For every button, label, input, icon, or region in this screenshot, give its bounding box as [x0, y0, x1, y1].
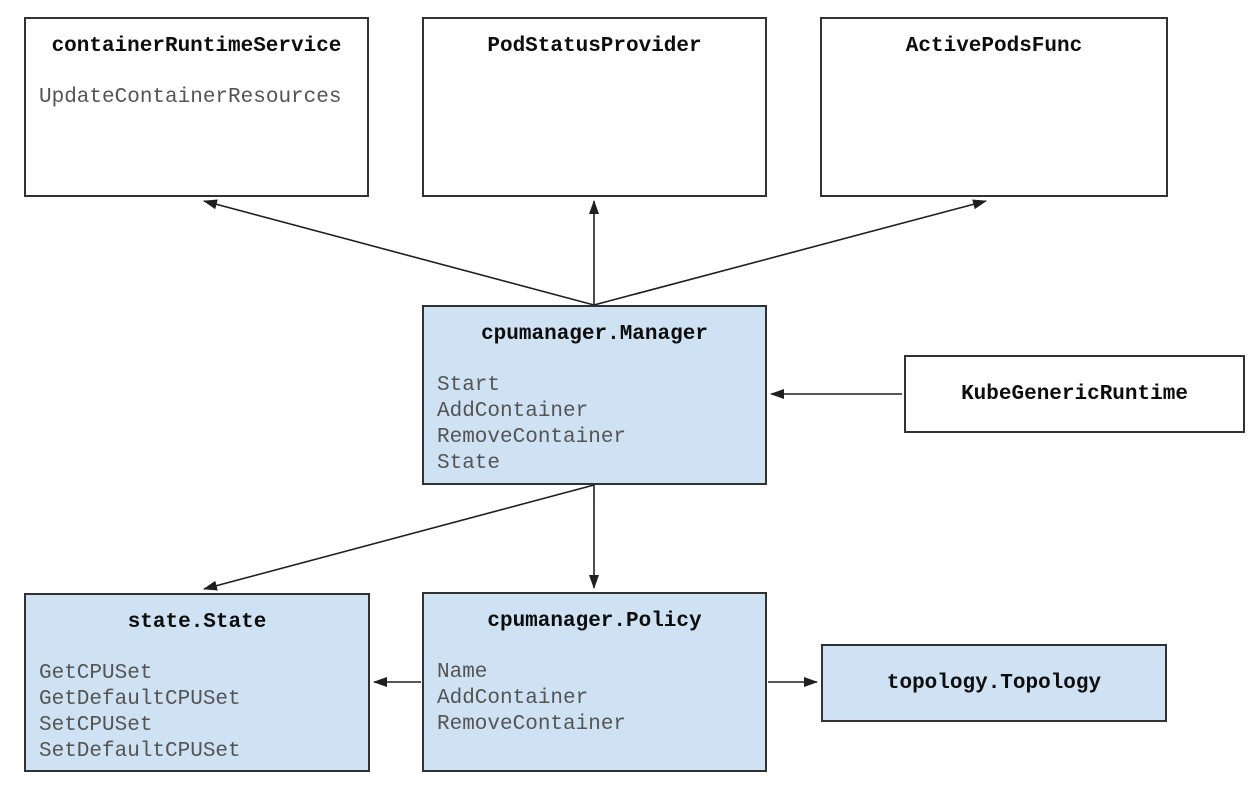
node-kube-generic-runtime: KubeGenericRuntime [904, 355, 1245, 433]
node-title: topology.Topology [886, 671, 1102, 695]
method-label: GetCPUSet [39, 662, 153, 685]
arrow-manager-to-state-state [203, 484, 595, 591]
method-list: GetCPUSet GetDefaultCPUSet SetCPUSet Set… [39, 661, 368, 765]
node-pod-status-provider: PodStatusProvider [422, 17, 767, 197]
node-title: cpumanager.Policy [487, 610, 702, 633]
method-list: Name AddContainer RemoveContainer [437, 660, 765, 738]
arrow-manager-to-active-pods-func [593, 199, 987, 306]
method-label: SetDefaultCPUSet [39, 740, 241, 763]
method-label: Name [437, 661, 488, 684]
method-label: AddContainer [437, 400, 589, 423]
method-label: AddContainer [437, 687, 589, 710]
node-title: PodStatusProvider [487, 35, 702, 58]
node-title: state.State [127, 611, 267, 634]
method-label: State [437, 452, 501, 475]
node-topology-topology: topology.Topology [821, 644, 1167, 722]
arrow-manager-to-container-runtime-service [203, 199, 595, 306]
node-title: cpumanager.Manager [481, 323, 708, 346]
method-label: GetDefaultCPUSet [39, 688, 241, 711]
method-label: SetCPUSet [39, 714, 153, 737]
node-title: KubeGenericRuntime [961, 382, 1188, 406]
node-active-pods-func: ActivePodsFunc [820, 17, 1168, 197]
method-label: RemoveContainer [437, 713, 627, 736]
node-cpumanager-policy: cpumanager.Policy Name AddContainer Remo… [422, 592, 767, 772]
node-title: containerRuntimeService [51, 35, 342, 58]
method-list: UpdateContainerResources [39, 85, 367, 111]
node-cpumanager-manager: cpumanager.Manager Start AddContainer Re… [422, 305, 767, 485]
node-title: ActivePodsFunc [905, 35, 1083, 58]
method-label: Start [437, 374, 501, 397]
node-container-runtime-service: containerRuntimeService UpdateContainerR… [24, 17, 369, 197]
node-state-state: state.State GetCPUSet GetDefaultCPUSet S… [24, 593, 370, 772]
method-list: Start AddContainer RemoveContainer State [437, 373, 765, 477]
method-label: RemoveContainer [437, 426, 627, 449]
method-label: UpdateContainerResources [39, 86, 342, 109]
